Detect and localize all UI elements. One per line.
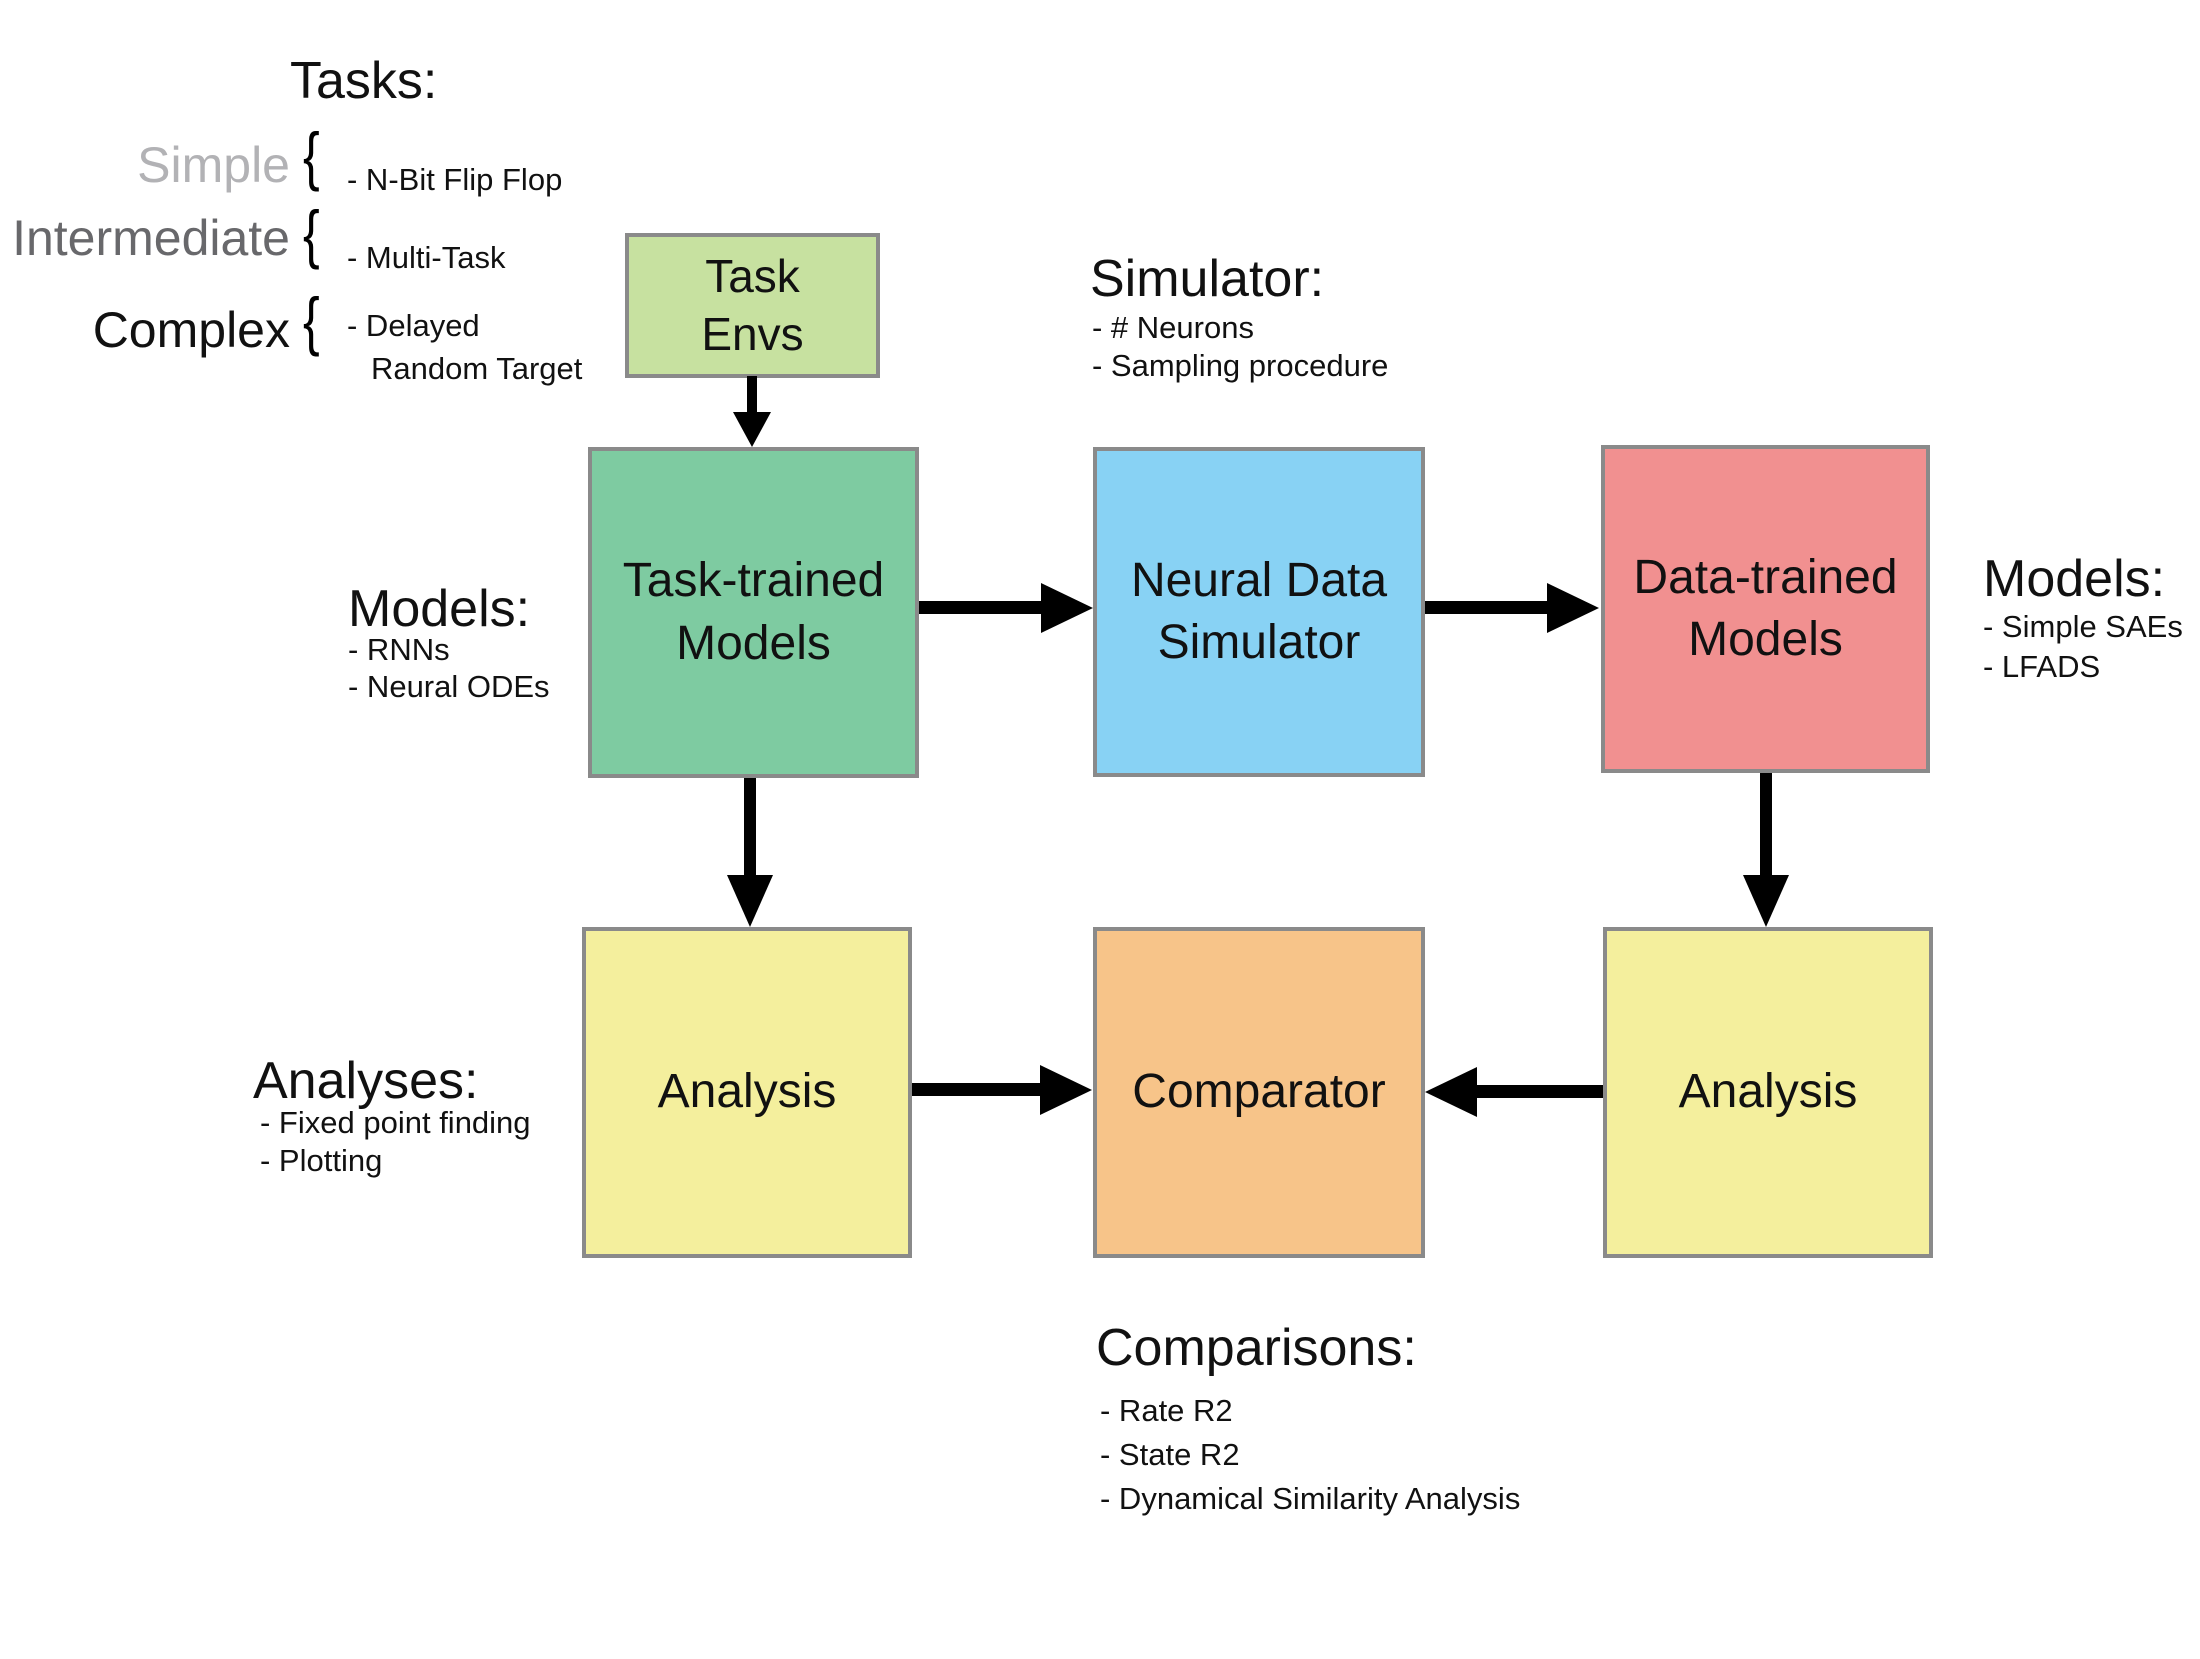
comparisons-heading: Comparisons: [1096,1319,1417,1377]
simulator-item: - Sampling procedure [1092,348,1389,383]
analyses-item: - Fixed point finding [260,1105,531,1140]
box-label: Data-trained [1633,550,1898,604]
comparisons-item: - State R2 [1100,1437,1240,1472]
box-neural-data-simulator: Neural Data Simulator [1093,447,1425,777]
box-label: Neural Data [1130,553,1388,607]
box-analysis-left: Analysis [582,927,912,1258]
brace-icon: { [303,119,320,193]
comparisons-item: - Rate R2 [1100,1393,1233,1428]
arrowhead-down-icon [1743,875,1789,927]
arrowhead-down-icon [733,412,771,447]
brace-icon: { [303,197,320,271]
models-right-item: - LFADS [1983,649,2101,684]
arrow-simulator-to-datatrained [1425,601,1551,614]
task-item: - Delayed [347,308,480,343]
analyses-heading: Analyses: [253,1052,479,1110]
arrow-tasktrained-to-analysis [744,778,756,878]
box-task-envs: Task Envs [625,233,880,378]
task-row-items-intermediate: - Multi-Task [347,236,505,279]
task-item: - Multi-Task [347,240,506,275]
models-left-item: - Neural ODEs [348,669,550,704]
arrowhead-right-icon [1041,583,1093,633]
task-item: Random Target [371,351,583,386]
task-row-items-simple: - N-Bit Flip Flop [347,158,562,201]
box-task-trained-models: Task-trained Models [588,447,919,778]
task-row-label-intermediate: Intermediate [12,210,290,266]
models-right-heading: Models: [1983,550,2166,608]
task-row-items-complex: - Delayed Random Target [347,304,582,390]
arrow-taskenvs-to-tasktrained [747,376,757,418]
models-left-heading: Models: [348,580,531,638]
arrow-tasktrained-to-simulator [919,601,1045,614]
box-analysis-right: Analysis [1603,927,1933,1258]
box-label: Analysis [657,1065,837,1119]
arrowhead-right-icon [1547,583,1599,633]
simulator-items: - # Neurons - Sampling procedure [1092,309,1388,385]
brace-icon: { [303,284,320,358]
analyses-item: - Plotting [260,1143,383,1178]
simulator-heading: Simulator: [1090,250,1325,308]
models-right-items: - Simple SAEs - LFADS [1983,607,2183,687]
box-label: Task [705,250,800,302]
box-comparator: Comparator [1093,927,1425,1258]
box-label: Simulator [1157,616,1361,669]
arrowhead-left-icon [1425,1067,1477,1117]
box-label: Comparator [1132,1065,1386,1119]
box-label: Models [1688,613,1843,666]
task-row-label-complex: Complex [92,302,290,358]
models-left-item: - RNNs [348,632,450,667]
simulator-item: - # Neurons [1092,310,1254,345]
arrow-datatrained-to-analysis [1760,773,1772,878]
arrow-analysisleft-to-comparator [912,1083,1042,1096]
analyses-items: - Fixed point finding - Plotting [260,1104,531,1180]
box-label: Task-trained [622,554,885,608]
models-left-items: - RNNs - Neural ODEs [348,631,550,705]
box-data-trained-models: Data-trained Models [1601,445,1930,773]
tasks-heading: Tasks: [290,52,438,110]
models-right-item: - Simple SAEs [1983,609,2183,644]
task-item: - N-Bit Flip Flop [347,162,563,197]
comparisons-items: - Rate R2 - State R2 - Dynamical Similar… [1100,1389,1520,1521]
arrowhead-down-icon [727,875,773,927]
box-label: Models [676,616,831,670]
comparisons-item: - Dynamical Similarity Analysis [1100,1481,1521,1516]
arrowhead-right-icon [1040,1065,1092,1115]
task-row-label-simple: Simple [137,137,290,193]
box-label: Analysis [1678,1065,1858,1119]
arrow-analysisright-to-comparator [1475,1085,1603,1098]
box-label: Envs [701,307,804,360]
